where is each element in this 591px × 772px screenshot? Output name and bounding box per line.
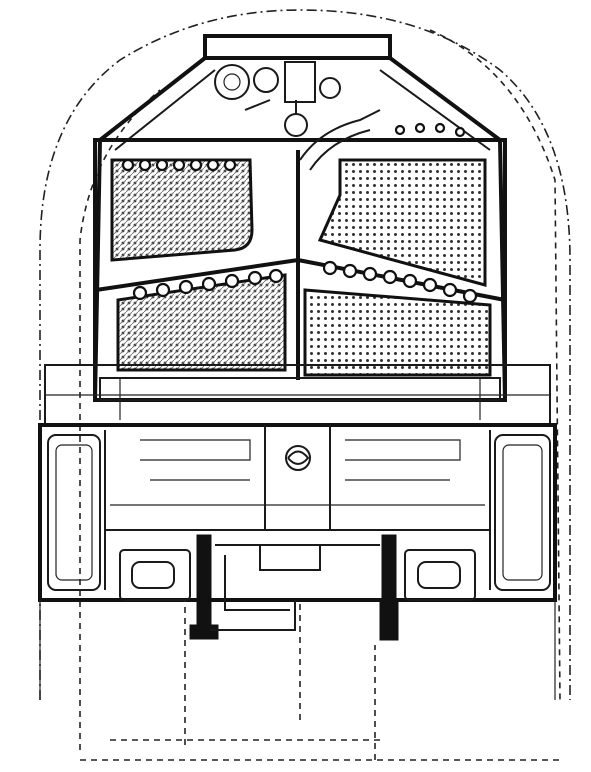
boiler-dome <box>203 34 392 60</box>
safety-valve-icon <box>253 67 279 93</box>
valve-icon <box>214 64 250 100</box>
steam-pipe <box>299 109 381 171</box>
lower-center-linkage <box>210 544 380 631</box>
left-wheel-housing <box>119 549 191 601</box>
tube-row-left-diagonal <box>132 268 284 301</box>
right-wheel-housing <box>404 549 476 601</box>
tube-row-upper-left <box>121 158 237 172</box>
right-brake-lower <box>379 599 399 641</box>
lower-right-firebox <box>303 288 492 377</box>
left-brake-shoe <box>189 624 219 640</box>
track-lines <box>80 600 560 761</box>
foundation-ring <box>99 377 501 401</box>
upper-left-water-space <box>110 158 254 262</box>
valve-cluster <box>214 61 341 137</box>
upper-right-water-space <box>317 158 487 287</box>
loading-gauge-outline <box>39 9 571 700</box>
main-frame <box>38 423 557 602</box>
left-axlebox-outer <box>47 434 101 591</box>
tube-row-right-top <box>394 122 466 138</box>
right-axlebox-outer <box>494 434 551 591</box>
tube-row-right-diagonal <box>322 260 478 304</box>
left-brake-block <box>196 534 212 626</box>
center-coupling <box>285 445 311 471</box>
boiler-shell-inner <box>114 69 491 151</box>
frame-internal-lines <box>104 425 491 590</box>
